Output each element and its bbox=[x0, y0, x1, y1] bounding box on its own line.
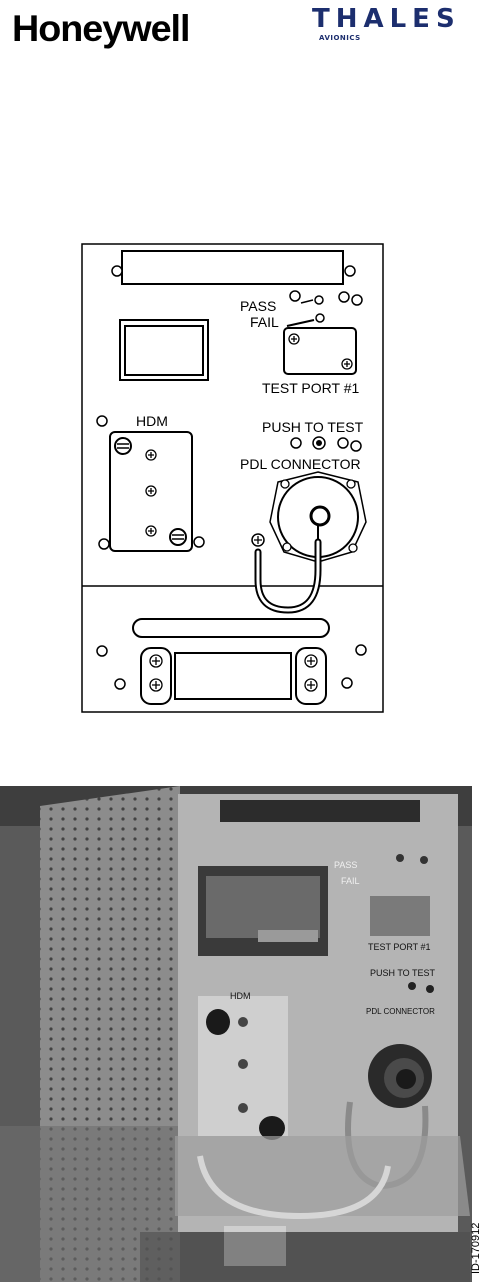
push-to-test-label: PUSH TO TEST bbox=[262, 419, 363, 435]
indicator-screw bbox=[339, 292, 349, 302]
test-port-screw bbox=[342, 359, 352, 369]
tray-screw bbox=[115, 679, 125, 689]
photo-nameplate bbox=[220, 800, 420, 822]
push-to-test-lamp bbox=[291, 438, 301, 448]
photo-pass-label: PASS bbox=[334, 860, 357, 870]
tray-label-plate bbox=[175, 653, 291, 699]
hdm-phillips-screw bbox=[146, 486, 156, 496]
hdm-slotted-screw bbox=[115, 438, 131, 454]
push-to-test-lamp bbox=[338, 438, 348, 448]
pass-lamp-left bbox=[290, 291, 300, 301]
fail-label: FAIL bbox=[250, 314, 279, 330]
pass-label: PASS bbox=[240, 298, 276, 314]
photo-hdm-label: HDM bbox=[230, 991, 251, 1001]
hdm-phillips-screw bbox=[146, 526, 156, 536]
pass-lamp-right bbox=[315, 296, 323, 304]
tray-handle-slot bbox=[133, 619, 329, 637]
hdm-slotted-screw bbox=[170, 529, 186, 545]
photo-pdl-connector-label: PDL CONNECTOR bbox=[366, 1007, 435, 1016]
hdm-phillips-screw bbox=[146, 450, 156, 460]
hdm-label: HDM bbox=[136, 413, 168, 429]
photo-test-port-label: TEST PORT #1 bbox=[368, 942, 431, 952]
indicator-screw bbox=[352, 295, 362, 305]
photo-fail-label: FAIL bbox=[341, 876, 360, 886]
label-plate-inner bbox=[125, 326, 203, 375]
pdl-connector-label: PDL CONNECTOR bbox=[240, 456, 361, 472]
test-port-label: TEST PORT #1 bbox=[262, 380, 359, 396]
test-port-screw bbox=[289, 334, 299, 344]
tray-screw bbox=[356, 645, 366, 655]
tray-screw bbox=[342, 678, 352, 688]
hdm-mount-screw bbox=[97, 416, 107, 426]
fail-lamp bbox=[316, 314, 324, 322]
push-to-test-lamp bbox=[351, 441, 361, 451]
unit-photograph: PASS FAIL TEST PORT #1 HDM PUSH TO TEST … bbox=[0, 786, 472, 1282]
nameplate bbox=[122, 251, 343, 284]
figure-id: ID-170912 bbox=[470, 1223, 482, 1274]
photo-test-port bbox=[370, 896, 430, 936]
tray-screw bbox=[97, 646, 107, 656]
hdm-mount-screw bbox=[99, 539, 109, 549]
nameplate-screw bbox=[112, 266, 122, 276]
photo-push-to-test-label: PUSH TO TEST bbox=[370, 968, 436, 978]
push-to-test-button-center bbox=[316, 440, 322, 446]
nameplate-screw bbox=[345, 266, 355, 276]
unit-line-drawing bbox=[0, 0, 500, 780]
hdm-mount-screw bbox=[194, 537, 204, 547]
ground-lug-screw bbox=[252, 534, 264, 546]
